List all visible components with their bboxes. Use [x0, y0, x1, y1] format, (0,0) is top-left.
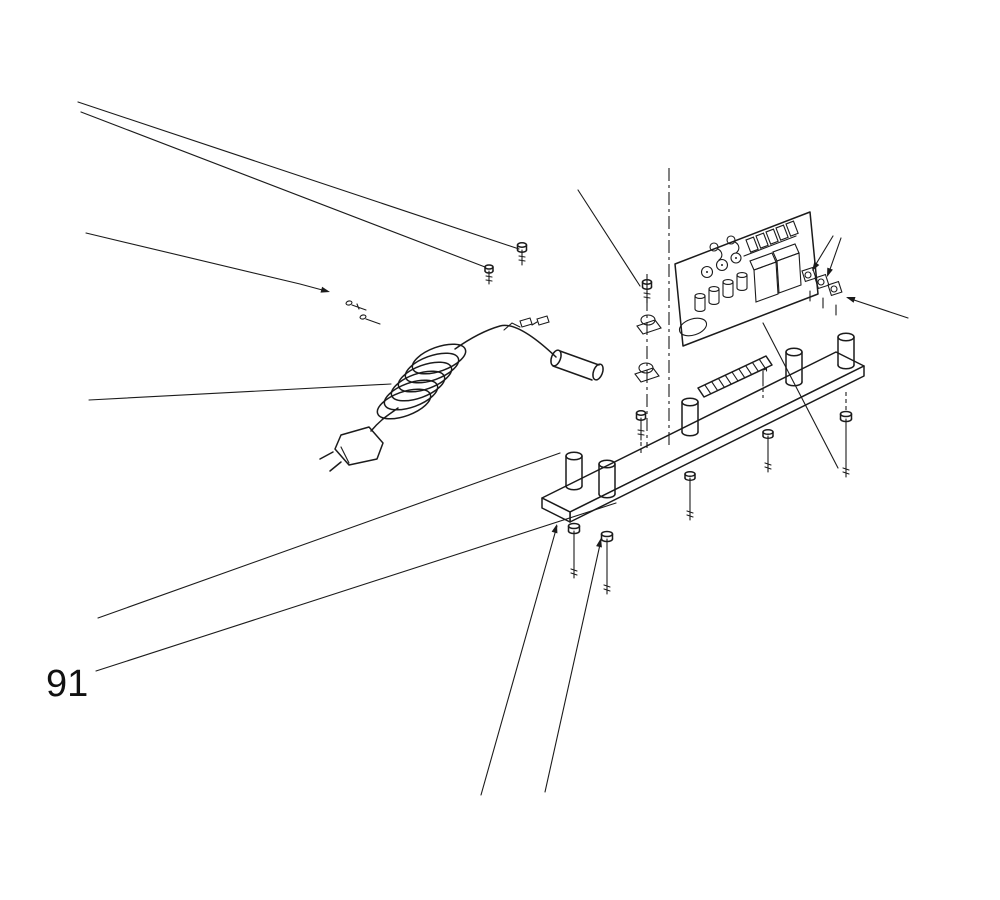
pin-strip	[697, 355, 773, 398]
cable-ferrule	[550, 349, 604, 381]
arrowhead	[596, 538, 602, 548]
arrowhead	[846, 297, 856, 303]
arrowhead	[812, 261, 820, 271]
standoff	[565, 451, 583, 491]
small-screws	[484, 242, 528, 285]
terminal-block	[801, 266, 843, 316]
relays	[749, 243, 802, 303]
screw	[516, 242, 528, 266]
leader-line	[77, 101, 520, 250]
part-number-label: 91	[46, 663, 88, 705]
standoff	[598, 459, 616, 499]
capacitors	[678, 235, 748, 337]
power-cord-assembly	[319, 324, 604, 472]
cable-clamps	[634, 279, 662, 454]
standoff	[681, 397, 699, 437]
clamp-screw	[635, 410, 647, 454]
leader-lines	[77, 101, 909, 796]
screw	[484, 264, 494, 285]
leader-line	[80, 111, 486, 268]
arrowhead	[551, 524, 558, 534]
crimp-terminals	[345, 300, 550, 331]
mounting-plate	[541, 351, 865, 523]
cord-tail	[454, 324, 557, 358]
leader-line	[480, 525, 558, 796]
mounting-bolts	[567, 365, 853, 595]
bolt	[600, 530, 614, 595]
circuit-board	[674, 211, 843, 347]
leader-line	[97, 452, 561, 619]
standoff	[837, 332, 855, 370]
bolt	[762, 428, 774, 473]
leader-line	[847, 297, 909, 319]
bolt	[567, 522, 581, 579]
leader-line	[544, 539, 602, 793]
cable-clamp	[636, 314, 662, 335]
power-plug	[319, 426, 384, 472]
arrowhead	[320, 286, 330, 293]
leader-line	[88, 383, 392, 401]
cord-coil	[376, 343, 467, 420]
crimp-terminal	[503, 315, 550, 331]
bolt	[839, 392, 853, 478]
cord-lead	[370, 407, 399, 432]
board-connector-row	[743, 220, 799, 257]
leader-line	[577, 189, 641, 287]
center-lines	[646, 168, 670, 448]
leader-line	[95, 502, 617, 672]
arrowhead	[827, 267, 833, 277]
leader-line	[85, 232, 327, 292]
leader-line	[762, 322, 839, 469]
bolt	[684, 470, 696, 521]
crimp-terminal	[345, 300, 381, 325]
